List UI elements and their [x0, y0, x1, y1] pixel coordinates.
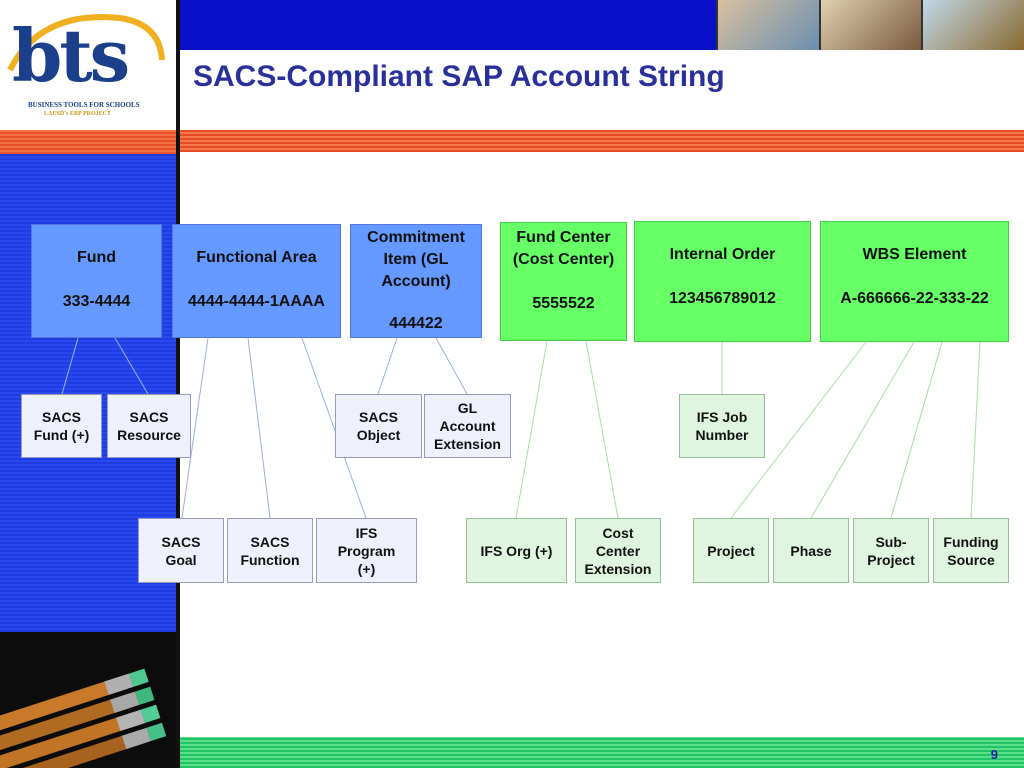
sacs-object-box: SACS Object [335, 394, 422, 458]
sacs-goal-box: SACS Goal [138, 518, 224, 583]
photo-strip [716, 0, 1024, 50]
sacs-resource-box: SACS Resource [107, 394, 191, 458]
functional-area-box: Functional Area 4444-4444-1AAAA [172, 224, 341, 338]
student-photo [818, 0, 922, 50]
header-bar [180, 0, 720, 50]
phase-box: Phase [773, 518, 849, 583]
commitment-item-label: Commitment Item (GL Account) [367, 229, 465, 290]
connector-ci-gl-extension [435, 337, 468, 395]
functional-area-value: 4444-4444-1AAAA [188, 293, 325, 310]
connector-fa-sacs-goal [181, 337, 209, 519]
sub-project-box: Sub-Project [853, 518, 929, 583]
footer-band [180, 737, 1024, 768]
commitment-item-box: Commitment Item (GL Account) 444422 [350, 224, 482, 338]
cost-center-extension-box: Cost Center Extension [575, 518, 661, 583]
connector-wbs-project [730, 341, 867, 519]
connector-ci-sacs-object [377, 337, 398, 395]
logo-subtagline: LAUSD's ERP PROJECT [44, 111, 112, 117]
pencils-image [0, 632, 178, 768]
classroom-photo [921, 0, 1024, 50]
ifs-program-box: IFS Program (+) [316, 518, 417, 583]
wbs-element-label: WBS Element [862, 246, 967, 263]
sacs-function-box: SACS Function [227, 518, 313, 583]
internal-order-value: 123456789012 [669, 290, 776, 307]
wbs-element-box: WBS Element A-666666-22-333-22 [820, 221, 1009, 342]
internal-order-box: Internal Order 123456789012 [634, 221, 811, 342]
connector-fc-cc-extension [585, 340, 619, 519]
internal-order-label: Internal Order [669, 246, 776, 263]
logo-swoosh-icon [7, 14, 165, 72]
commitment-item-value: 444422 [389, 315, 443, 332]
page-title: SACS-Compliant SAP Account String [193, 60, 725, 93]
fund-value: 333-4444 [62, 293, 131, 310]
connector-fc-ifs-org [515, 340, 548, 519]
logo-tagline: BUSINESS TOOLS FOR SCHOOLS [28, 101, 140, 109]
ifs-job-number-box: IFS Job Number [679, 394, 765, 458]
logo-mark: bts [12, 13, 130, 98]
page-number: 9 [990, 747, 998, 762]
connector-fund-sacs-fund [61, 337, 79, 395]
left-orange-band [0, 130, 178, 154]
logo-area [0, 0, 178, 130]
ifs-org-box: IFS Org (+) [466, 518, 567, 583]
fund-center-box: Fund Center (Cost Center) 5555522 [500, 222, 627, 341]
connector-fa-sacs-function [247, 337, 271, 519]
vertical-divider [176, 0, 180, 768]
connector-fund-sacs-resource [114, 337, 149, 395]
sacs-fund-box: SACS Fund (+) [21, 394, 102, 458]
students-photo [716, 0, 819, 50]
fund-label: Fund [76, 249, 117, 266]
funding-source-box: Funding Source [933, 518, 1009, 583]
functional-area-label: Functional Area [196, 249, 317, 266]
fund-center-value: 5555522 [532, 295, 595, 312]
connector-wbs-subproject [890, 341, 943, 519]
gl-account-extension-box: GL Account Extension [424, 394, 511, 458]
wbs-element-value: A-666666-22-333-22 [840, 290, 989, 307]
fund-box: Fund 333-4444 [31, 224, 162, 338]
project-box: Project [693, 518, 769, 583]
title-underline-strip [180, 130, 1024, 152]
connector-wbs-funding [970, 341, 981, 519]
connector-wbs-phase [810, 341, 915, 519]
fund-center-label: Fund Center (Cost Center) [512, 229, 615, 268]
connector-fa-ifs-program [301, 337, 367, 519]
